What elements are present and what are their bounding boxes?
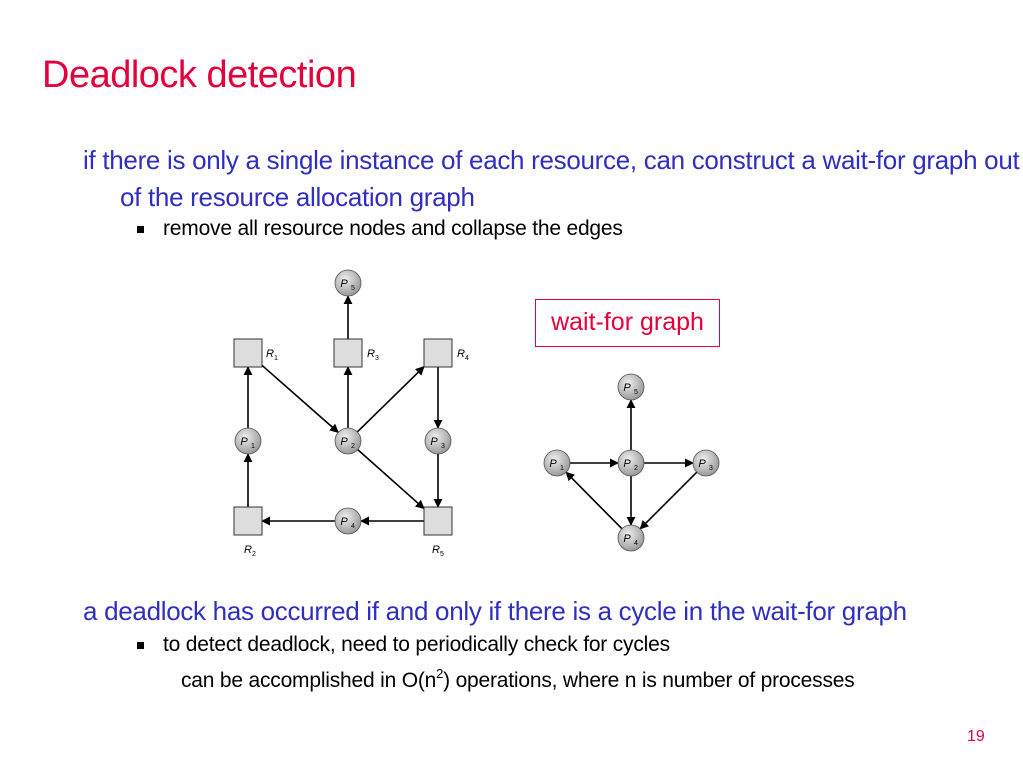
wfg-process-letter: P [549, 458, 557, 470]
rag-process-index: 5 [351, 285, 355, 292]
rag-process-circle [234, 427, 262, 455]
rag-process-circle [334, 427, 362, 455]
rag-process-index: 4 [351, 523, 355, 530]
main-point-2: a deadlock has occurred if and only if t… [83, 596, 907, 626]
rag-process-letter: P [340, 436, 348, 448]
rag-edge-r1-to-p2 [261, 364, 339, 434]
wfg-process-letter: P [623, 458, 631, 470]
bullet-square-icon [137, 226, 144, 233]
rag-edge-p2-to-r5 [357, 449, 425, 510]
wfg-process-circle [617, 524, 645, 552]
sub-bullet-1: remove all resource nodes and collapse t… [137, 217, 623, 241]
wfg-process-index: 2 [634, 465, 638, 472]
wfg-process-circle [543, 449, 571, 477]
rag-resource-box [233, 506, 263, 536]
rag-resource-box [233, 338, 263, 368]
wfg-process-circle [617, 449, 645, 477]
wfg-process-index: 5 [634, 389, 638, 396]
rag-resource-index: 5 [440, 551, 444, 558]
rag-resource-box [423, 506, 453, 536]
rag-resource-index: 4 [465, 355, 469, 362]
wfg-process-index: 1 [560, 465, 564, 472]
rag-process-index: 1 [251, 443, 255, 450]
sub-bullet-1-text: remove all resource nodes and collapse t… [163, 217, 623, 240]
wfg-process-letter: P [623, 533, 631, 545]
page-number: 19 [967, 728, 985, 745]
wfg-process-letter: P [623, 382, 631, 394]
rag-resource-letter: R [367, 348, 375, 360]
rag-process-index: 3 [441, 443, 445, 450]
rag-process-circle [334, 269, 362, 297]
wfg-process-letter: P [698, 458, 706, 470]
rag-resource-letter: R [432, 544, 440, 556]
rag-process-letter: P [430, 436, 438, 448]
detail-suffix: ) operations, where n is number of proce… [443, 669, 855, 692]
wfg-process-index: 4 [634, 540, 638, 547]
rag-process-circle [424, 427, 452, 455]
rag-resource-index: 3 [375, 355, 379, 362]
rag-resource-letter: R [457, 348, 465, 360]
rag-resource-box [333, 338, 363, 368]
wfg-process-index: 3 [709, 465, 713, 472]
rag-process-letter: P [340, 516, 348, 528]
rag-process-letter: P [240, 436, 248, 448]
wfg-edge-p4-to-p1 [565, 471, 623, 530]
rag-process-index: 2 [351, 443, 355, 450]
slide-title: Deadlock detection [42, 54, 357, 96]
wfg-process-circle [617, 373, 645, 401]
rag-edge-p2-to-r4 [356, 366, 425, 433]
wfg-process-circle [692, 449, 720, 477]
rag-resource-index: 2 [252, 551, 256, 558]
bullet-square-icon [137, 642, 144, 649]
rag-resource-letter: R [244, 544, 252, 556]
wait-for-graph-label: wait-for graph [535, 299, 720, 347]
wfg-edge-p3-to-p4 [639, 471, 698, 530]
rag-process-letter: P [340, 278, 348, 290]
main-point-1: if there is only a single instance of ea… [83, 145, 1020, 212]
sub-bullet-2-detail: can be accomplished in O(n2) operations,… [181, 666, 855, 693]
rag-resource-letter: R [266, 348, 274, 360]
rag-process-circle [334, 507, 362, 535]
sub-bullet-2-text: to detect deadlock, need to periodically… [163, 633, 670, 656]
rag-resource-box [423, 338, 453, 368]
detail-prefix: can be accomplished in O(n [181, 669, 437, 692]
rag-resource-index: 1 [274, 355, 278, 362]
detail-exponent: 2 [436, 666, 444, 681]
sub-bullet-2: to detect deadlock, need to periodically… [137, 633, 670, 657]
